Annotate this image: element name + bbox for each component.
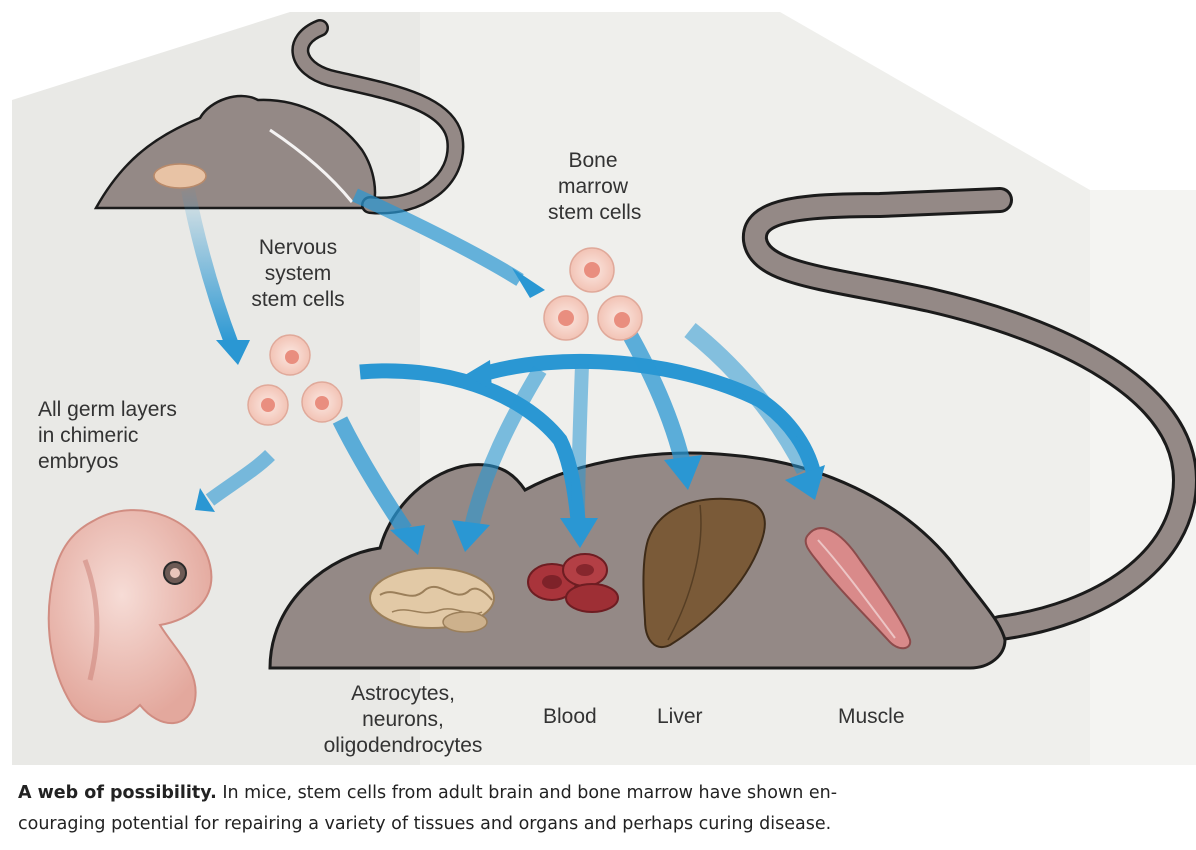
figure-caption: A web of possibility. In mice, stem cell…	[18, 778, 1178, 840]
label-germ-layers-line: embryos	[38, 449, 177, 475]
label-astrocytes-line: Astrocytes,	[308, 681, 498, 707]
label-bone-marrow-line: stem cells	[548, 200, 638, 226]
label-blood: Blood	[543, 704, 597, 730]
caption-text-2: couraging potential for repairing a vari…	[18, 809, 1178, 840]
label-germ-layers-line: in chimeric	[38, 423, 177, 449]
caption-line-1: A web of possibility. In mice, stem cell…	[18, 778, 1178, 809]
embryo-icon	[49, 510, 212, 723]
label-astrocytes: Astrocytes, neurons, oligodendrocytes	[308, 681, 498, 759]
caption-title: A web of possibility.	[18, 783, 217, 803]
label-bone-marrow-line: marrow	[548, 174, 638, 200]
label-nervous-system-line: stem cells	[238, 287, 358, 313]
label-muscle: Muscle	[838, 704, 905, 730]
label-astrocytes-line: neurons,	[308, 707, 498, 733]
label-germ-layers-line: All germ layers	[38, 397, 177, 423]
donor-brain-icon	[154, 164, 206, 188]
caption-text-1: In mice, stem cells from adult brain and…	[222, 783, 837, 803]
label-nervous-system: Nervous system stem cells	[238, 235, 358, 313]
label-bone-marrow: Bone marrow stem cells	[548, 148, 638, 226]
label-astrocytes-line: oligodendrocytes	[308, 733, 498, 759]
label-liver: Liver	[657, 704, 703, 730]
label-germ-layers: All germ layers in chimeric embryos	[38, 397, 177, 475]
label-nervous-system-line: Nervous	[238, 235, 358, 261]
label-nervous-system-line: system	[238, 261, 358, 287]
label-bone-marrow-line: Bone	[548, 148, 638, 174]
